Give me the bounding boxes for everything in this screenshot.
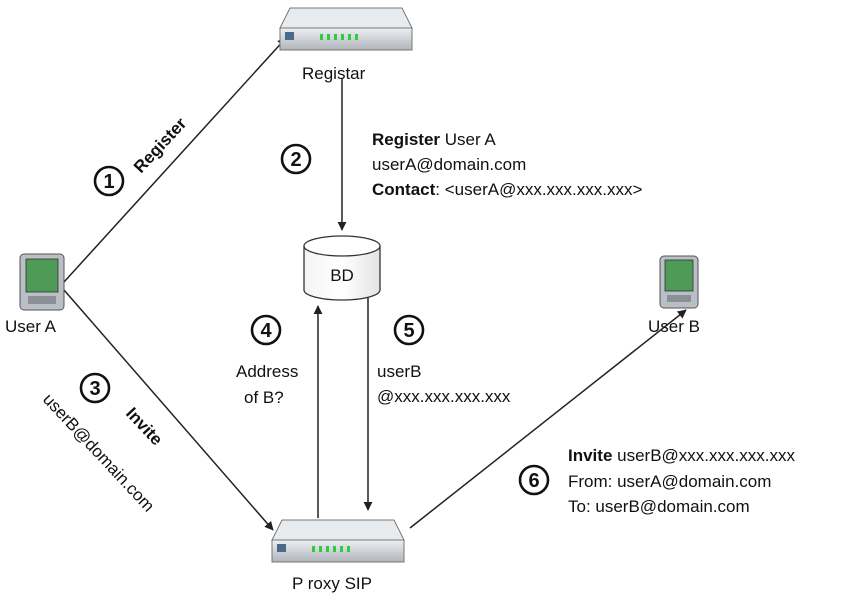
step-4-line1: Address [236, 362, 298, 381]
step-4-badge: 4 [250, 314, 282, 346]
user-b-label: User B [648, 317, 700, 336]
registrar-device-icon [279, 7, 413, 51]
step-5-number: 5 [403, 320, 414, 342]
step-6-number: 6 [528, 470, 539, 492]
step-2-title-bold: Register [372, 130, 440, 149]
step-5-line2: @xxx.xxx.xxx.xxx [377, 387, 511, 406]
step-2-line3-bold: Contact [372, 180, 436, 199]
user-b-device-icon [659, 255, 699, 309]
database-label: BD [330, 266, 354, 285]
step-5-line1: userB [377, 362, 421, 381]
step-6-line1-rest: userB@xxx.xxx.xxx.xxx [612, 446, 795, 465]
step-3-badge: 3 [79, 372, 111, 404]
step-1-label: Register [130, 114, 191, 177]
step-2-title: Register User A [372, 130, 496, 149]
step-6-badge: 6 [518, 464, 550, 496]
database-icon [303, 235, 381, 301]
step-6-line1-bold: Invite [568, 446, 612, 465]
user-a-device-icon [19, 253, 65, 311]
step-2-line3: Contact: <userA@xxx.xxx.xxx.xxx> [372, 180, 642, 199]
registrar-label: Registar [302, 64, 366, 83]
step-2-line3-rest: : <userA@xxx.xxx.xxx.xxx> [435, 180, 642, 199]
step-2-title-rest: User A [440, 130, 496, 149]
step-6-line3: To: userB@domain.com [568, 497, 750, 516]
step-3-number: 3 [89, 378, 100, 400]
step-2-badge: 2 [280, 143, 312, 175]
step-1-number: 1 [103, 171, 114, 193]
proxy-to-userb-arrow [409, 309, 687, 529]
user-a-label: User A [5, 317, 57, 336]
step-4-number: 4 [260, 320, 272, 342]
step-3-label: Invite [122, 404, 166, 449]
step-2-number: 2 [290, 149, 301, 171]
step-6-line1: Invite userB@xxx.xxx.xxx.xxx [568, 446, 795, 465]
step-4-line2: of B? [244, 388, 284, 407]
step-5-badge: 5 [393, 314, 425, 346]
step-1-badge: 1 [93, 165, 125, 197]
proxy-sip-device-icon [271, 519, 405, 563]
invite-arrow [63, 289, 274, 531]
step-6-line2: From: userA@domain.com [568, 472, 771, 491]
register-arrow [63, 37, 287, 283]
step-2-line2: userA@domain.com [372, 155, 526, 174]
proxy-sip-label: P roxy SIP [292, 574, 372, 593]
